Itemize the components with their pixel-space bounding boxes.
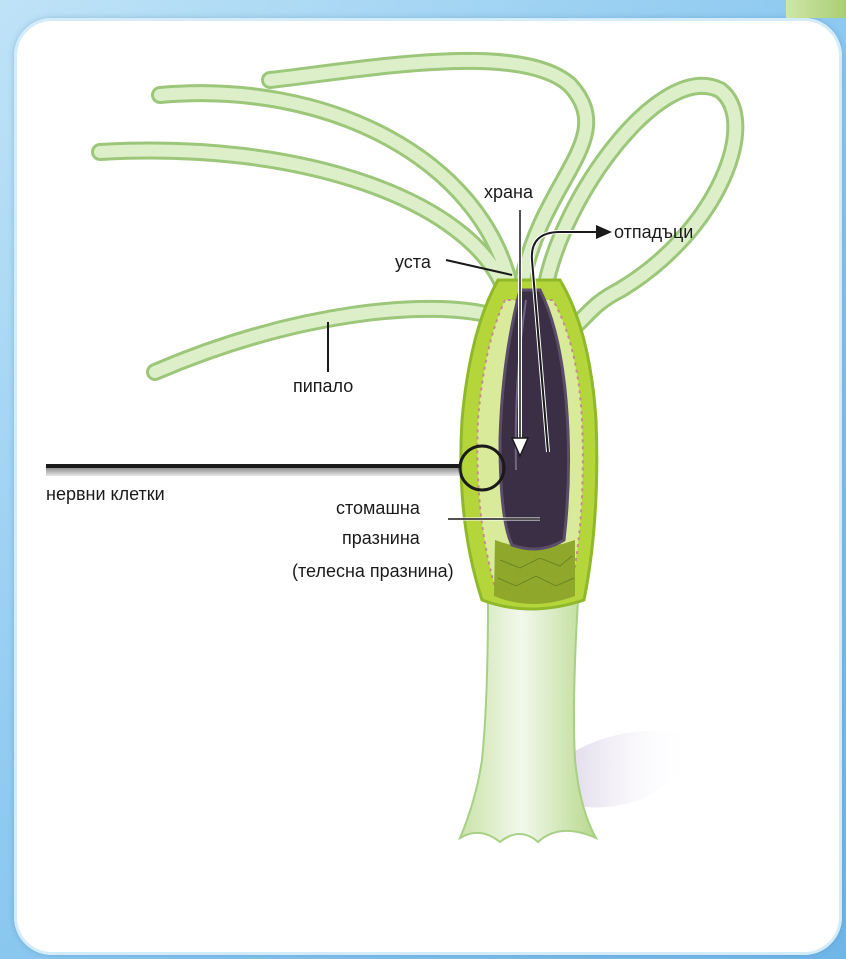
label-food: храна — [484, 182, 534, 202]
label-tentacle: пипало — [293, 376, 353, 396]
label-nerve-cells: нервни клетки — [46, 484, 165, 504]
label-waste: отпадъци — [614, 222, 693, 242]
nerve-cells-leader — [46, 464, 460, 468]
label-cavity-line1: стомашна — [336, 498, 421, 518]
label-cavity-line2: празнина — [342, 528, 421, 548]
stalk — [460, 600, 596, 842]
label-mouth: уста — [395, 252, 432, 272]
tentacles — [100, 61, 735, 372]
label-cavity-line3: (телесна празнина) — [292, 561, 454, 581]
